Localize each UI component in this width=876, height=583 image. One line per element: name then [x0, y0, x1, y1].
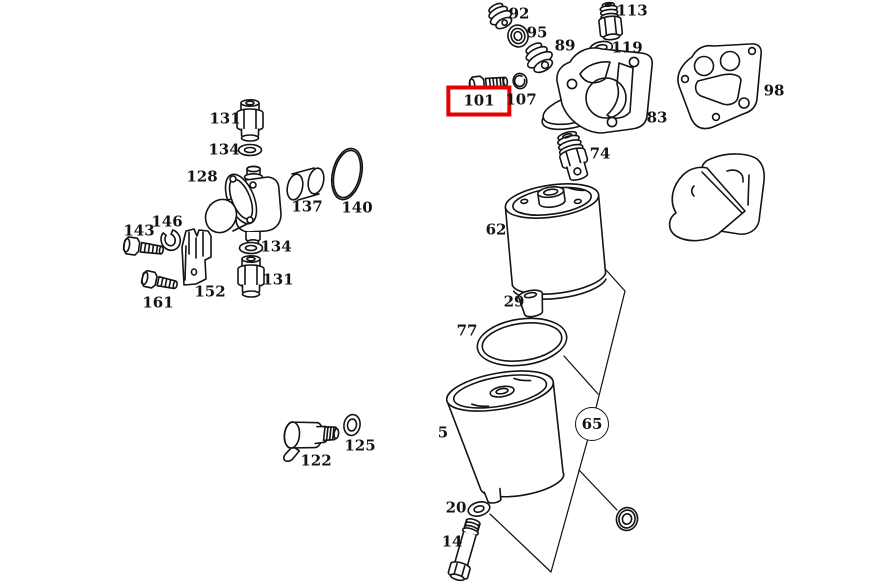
part-drawing-107: [512, 72, 528, 90]
part-drawing-143: [122, 236, 165, 256]
part-drawing-14: [447, 518, 481, 582]
part-label-107[interactable]: 107: [505, 90, 537, 109]
part-drawing-74: [557, 130, 589, 181]
leader-lines: [489, 249, 626, 573]
part-label-131[interactable]: 131: [209, 109, 241, 128]
part-label-101[interactable]: 101: [446, 85, 512, 117]
part-drawing-131-top: [236, 98, 264, 142]
part-label-65[interactable]: 65: [575, 407, 609, 441]
part-drawing-125: [343, 413, 361, 437]
part-label-134-2[interactable]: 134: [260, 237, 292, 256]
part-label-29[interactable]: 29: [503, 292, 525, 311]
part-label-161[interactable]: 161: [142, 293, 174, 312]
part-drawing-131-bottom: [237, 254, 265, 298]
part-label-20[interactable]: 20: [445, 498, 467, 517]
part-label-146[interactable]: 146: [151, 212, 183, 231]
part-label-125[interactable]: 125: [344, 436, 376, 455]
part-drawing-98: [677, 43, 762, 130]
part-label-95[interactable]: 95: [526, 23, 548, 42]
part-label-134[interactable]: 134: [208, 140, 240, 159]
part-drawing-146: [160, 229, 182, 252]
part-drawing-89: [525, 42, 554, 74]
part-label-137[interactable]: 137: [291, 197, 323, 216]
part-label-74[interactable]: 74: [589, 144, 611, 163]
part-drawing-83: [541, 47, 653, 134]
part-drawing-140: [330, 147, 364, 201]
part-drawing-128: [204, 165, 282, 246]
part-label-83[interactable]: 83: [646, 108, 668, 127]
part-drawing-134-bottom: [238, 241, 264, 255]
part-drawing-161: [140, 269, 178, 290]
part-label-89[interactable]: 89: [554, 36, 576, 55]
part-drawing-65-seal: [615, 506, 639, 532]
part-drawing-122: [282, 421, 340, 463]
part-label-77[interactable]: 77: [456, 321, 478, 340]
part-drawing-62: [504, 183, 607, 300]
part-drawing-95: [507, 24, 529, 48]
part-label-152[interactable]: 152: [194, 282, 226, 301]
part-label-143[interactable]: 143: [123, 221, 155, 240]
part-label-62[interactable]: 62: [485, 220, 507, 239]
part-drawing-152: [181, 228, 212, 286]
part-label-14[interactable]: 14: [441, 532, 463, 551]
part-label-113[interactable]: 113: [616, 1, 648, 20]
part-label-122[interactable]: 122: [300, 451, 332, 470]
part-label-92[interactable]: 92: [508, 4, 530, 23]
part-label-5[interactable]: 5: [437, 423, 449, 442]
part-drawing-134-top: [237, 143, 263, 157]
part-drawing-113: [598, 1, 624, 41]
part-drawing-77: [476, 317, 568, 367]
part-label-119[interactable]: 119: [611, 38, 643, 57]
part-drawing-137: [286, 167, 325, 201]
part-label-140[interactable]: 140: [341, 198, 373, 217]
part-label-131-2[interactable]: 131: [262, 270, 294, 289]
part-label-128[interactable]: 128: [186, 167, 218, 186]
part-drawing-20: [467, 501, 491, 517]
part-drawing-29: [517, 289, 544, 318]
part-drawing-5: [445, 370, 565, 504]
part-label-98[interactable]: 98: [763, 81, 785, 100]
part-drawing-cover-plate: [668, 153, 766, 242]
part-drawing-92: [488, 2, 513, 30]
